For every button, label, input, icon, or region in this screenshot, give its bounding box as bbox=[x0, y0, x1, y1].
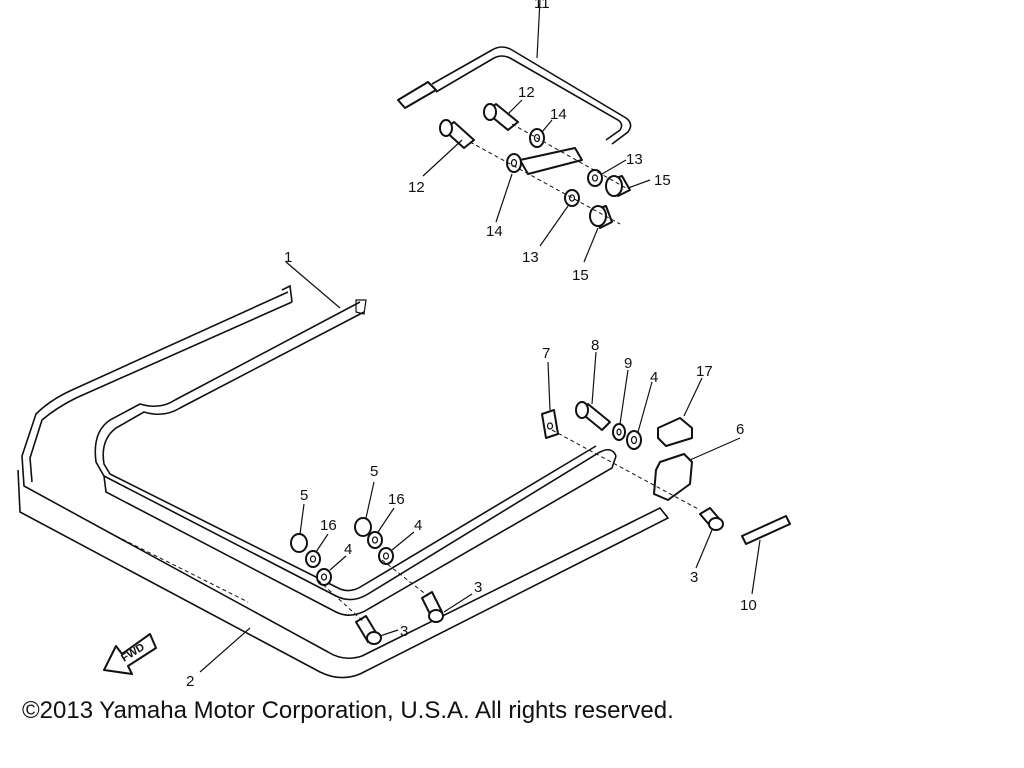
label-part-1: 1 bbox=[284, 249, 292, 266]
label-part-11: 11 bbox=[534, 0, 550, 12]
label-part-12-upper: 12 bbox=[518, 84, 535, 101]
cap-part-17 bbox=[657, 377, 703, 447]
bolt-part-8 bbox=[575, 351, 611, 431]
bolt-part-12-upper bbox=[483, 99, 523, 131]
end-bracket-part-6 bbox=[653, 437, 741, 501]
washer-part-14-lower bbox=[495, 153, 522, 223]
label-part-14-upper: 14 bbox=[550, 106, 567, 123]
label-part-16-right: 16 bbox=[388, 491, 405, 508]
forward-arrow-icon: FWD bbox=[103, 633, 157, 675]
label-part-17: 17 bbox=[696, 363, 713, 380]
washer-part-4-far-right bbox=[626, 381, 653, 450]
washer-part-13-lower bbox=[539, 189, 580, 247]
washer-part-14-upper bbox=[529, 119, 553, 148]
label-part-9: 9 bbox=[624, 355, 632, 372]
label-part-6: 6 bbox=[736, 421, 744, 438]
grab-bar-part-11 bbox=[397, 0, 632, 175]
rail-part-2 bbox=[17, 284, 670, 679]
washer-part-16-right bbox=[367, 507, 395, 549]
washer-part-4-left bbox=[316, 555, 347, 586]
label-part-4-far-right: 4 bbox=[650, 369, 658, 386]
cap-nut-part-15-lower bbox=[583, 205, 613, 263]
label-part-13-upper: 13 bbox=[626, 151, 643, 168]
washer-part-9 bbox=[612, 369, 629, 441]
label-part-4-right: 4 bbox=[414, 517, 422, 534]
bolt-part-3-middle bbox=[421, 591, 473, 623]
label-part-3-left: 3 bbox=[400, 623, 408, 640]
label-strip-part-10 bbox=[741, 515, 791, 595]
label-part-14-lower: 14 bbox=[486, 223, 503, 240]
bolt-part-3-left bbox=[355, 615, 399, 645]
label-part-8: 8 bbox=[591, 337, 599, 354]
label-part-10: 10 bbox=[740, 597, 757, 614]
label-part-2: 2 bbox=[186, 673, 194, 690]
cap-nut-part-15-upper bbox=[605, 175, 651, 197]
label-part-16-left: 16 bbox=[320, 517, 337, 534]
label-part-5-right: 5 bbox=[370, 463, 378, 480]
label-part-3-middle: 3 bbox=[474, 579, 482, 596]
label-part-3-right: 3 bbox=[690, 569, 698, 586]
washer-part-16-left bbox=[305, 533, 329, 568]
washer-part-13-upper bbox=[587, 159, 627, 187]
label-part-5-left: 5 bbox=[300, 487, 308, 504]
clip-nut-part-7 bbox=[541, 361, 559, 439]
bolt-part-12-lower bbox=[422, 119, 475, 177]
label-part-4-left: 4 bbox=[344, 541, 352, 558]
nut-part-5-right bbox=[354, 481, 375, 537]
nut-part-5-left bbox=[290, 503, 308, 553]
washer-part-4-right bbox=[378, 531, 415, 565]
label-part-13-lower: 13 bbox=[522, 249, 539, 266]
label-part-12-lower: 12 bbox=[408, 179, 425, 196]
label-part-15-lower: 15 bbox=[572, 267, 589, 284]
label-part-15-upper: 15 bbox=[654, 172, 671, 189]
label-part-7: 7 bbox=[542, 345, 550, 362]
rail-part-1 bbox=[94, 261, 617, 616]
bolt-part-3-right bbox=[695, 507, 724, 569]
copyright-notice: ©2013 Yamaha Motor Corporation, U.S.A. A… bbox=[22, 697, 674, 724]
